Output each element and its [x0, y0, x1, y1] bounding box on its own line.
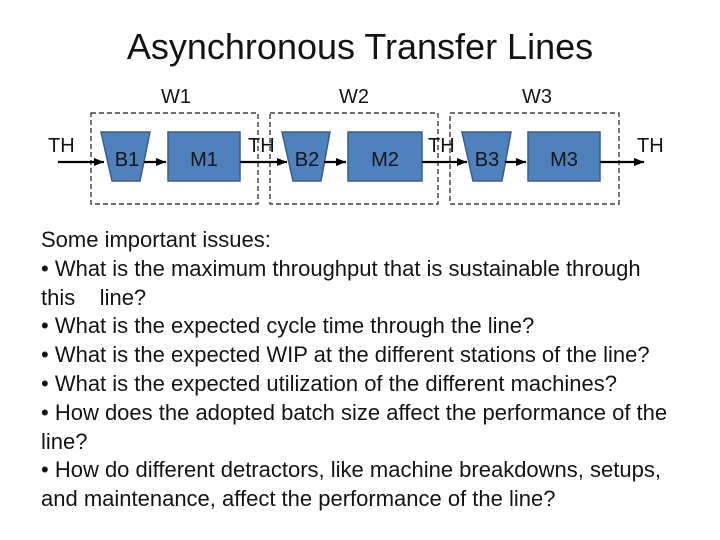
body-line: • How does the adopted batch size affect… — [41, 399, 668, 425]
slide-title: Asynchronous Transfer Lines — [126, 26, 594, 67]
body-line: • What is the expected utilization of th… — [41, 370, 617, 396]
throughput-label-4: TH — [637, 135, 664, 157]
body-line: • What is the maximum throughput that is… — [41, 255, 641, 281]
machine-label-m3: M3 — [550, 149, 578, 171]
station-label-w1: W1 — [161, 86, 191, 108]
station-boundary-w1 — [90, 112, 259, 205]
station-boundary-w3 — [449, 112, 620, 205]
machine-shape-m1 — [167, 131, 241, 182]
machine-shape-m3 — [527, 131, 601, 182]
machine-label-m1: M1 — [190, 149, 218, 171]
buffer-label-b3: B3 — [475, 149, 499, 171]
body-line: this line? — [41, 284, 147, 310]
buffer-shape-b2 — [281, 131, 331, 182]
machine-shape-m2 — [347, 131, 423, 182]
transfer-line-diagram: W1 W2 W3 B1 M1 B2 M2 B3 M3 TH TH TH — [48, 86, 664, 205]
body-line: • What is the expected WIP at the differ… — [41, 342, 650, 368]
station-label-w2: W2 — [339, 86, 369, 108]
issues-text: Some important issues: • What is the max… — [41, 226, 713, 514]
buffer-shape-b1 — [100, 131, 151, 182]
buffer-shape-b3 — [461, 131, 512, 182]
station-label-w3: W3 — [522, 86, 552, 108]
throughput-label-2: TH — [248, 135, 275, 157]
throughput-label-1: TH — [48, 135, 75, 157]
buffer-label-b1: B1 — [115, 149, 139, 171]
body-line: • How do different detractors, like mach… — [41, 457, 661, 483]
body-line: Some important issues: — [41, 227, 271, 252]
body-line: • What is the expected cycle time throug… — [41, 313, 535, 339]
throughput-label-3: TH — [428, 135, 455, 157]
body-line: line? — [41, 428, 88, 454]
station-boundary-w2 — [269, 112, 439, 205]
body-line: and maintenance, affect the performance … — [41, 486, 556, 512]
machine-label-m2: M2 — [371, 149, 399, 171]
buffer-label-b2: B2 — [295, 149, 319, 171]
